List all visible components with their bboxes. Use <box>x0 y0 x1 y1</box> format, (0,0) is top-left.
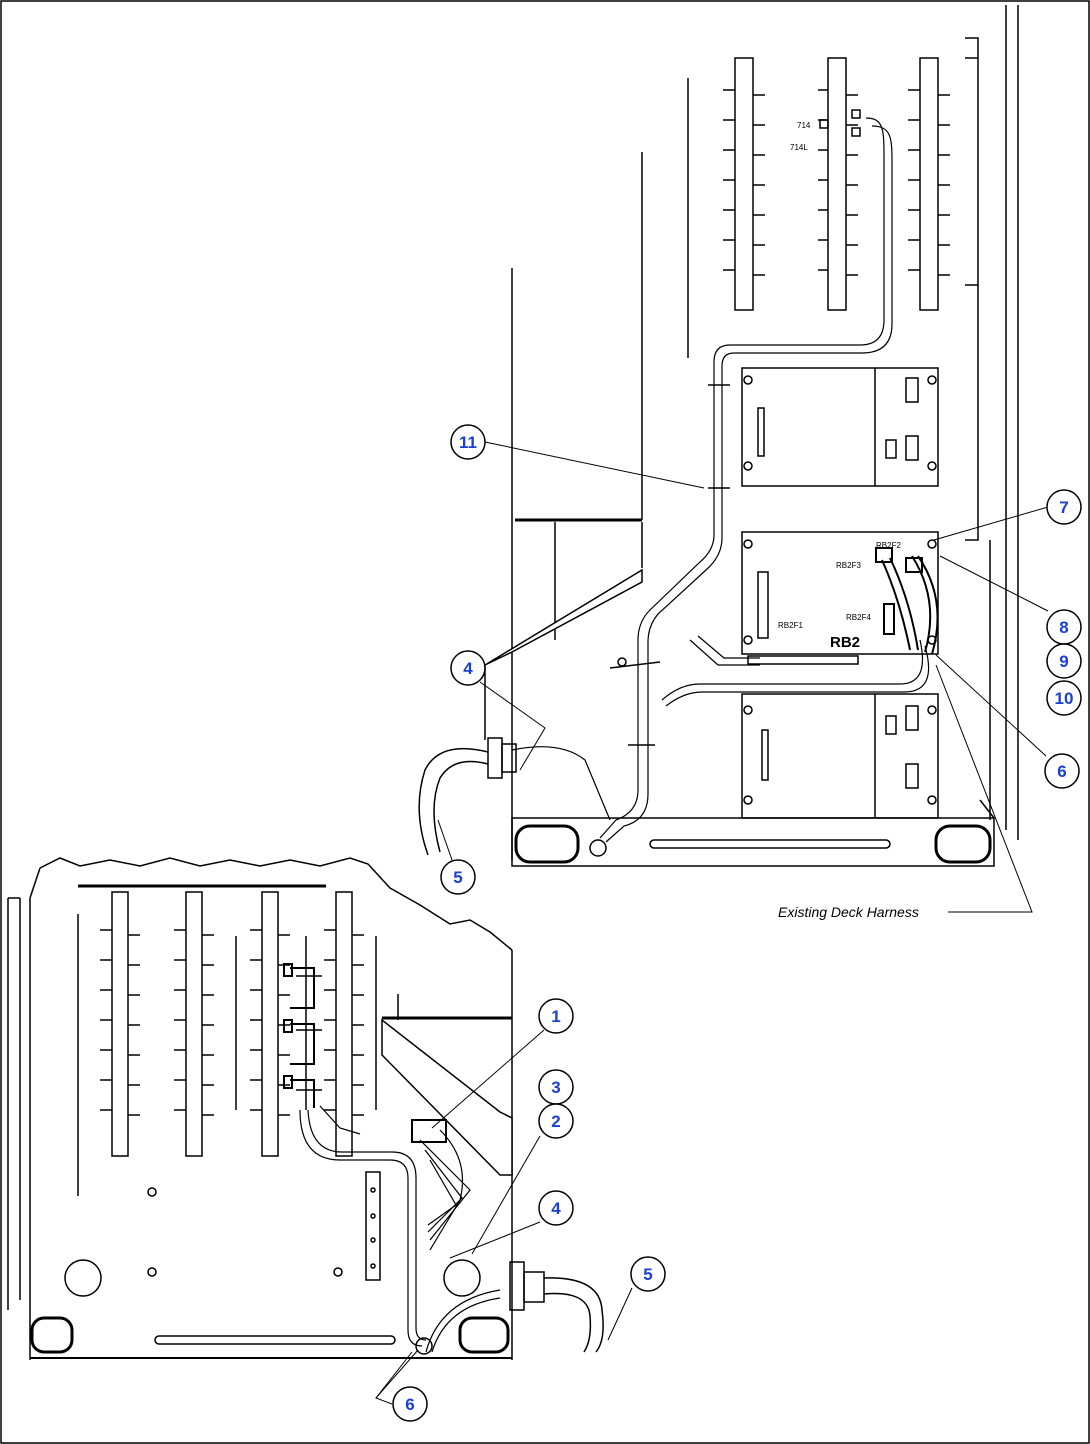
callout-6-lower: 6 <box>392 1386 428 1422</box>
callout-4-upper: 4 <box>450 650 486 686</box>
rb2f1-label: RB2F1 <box>778 621 803 630</box>
terminal-strip-upper-2 <box>818 57 858 311</box>
rb2f3-label: RB2F3 <box>836 561 861 570</box>
callout-4-lower: 4 <box>538 1190 574 1226</box>
callout-7: 7 <box>1046 489 1082 525</box>
callout-9-label: 9 <box>1059 652 1068 671</box>
callout-8: 8 <box>1046 609 1082 645</box>
relay-module-bottom <box>741 693 939 819</box>
terminal-strip-lower-2 <box>174 891 214 1157</box>
existing-deck-harness-label: Existing Deck Harness <box>778 904 919 920</box>
callout-7-label: 7 <box>1059 498 1068 517</box>
callout-6-upper-label: 6 <box>1057 762 1066 781</box>
rb2f2-label: RB2F2 <box>876 541 901 550</box>
callout-2-label: 2 <box>551 1112 560 1131</box>
leader-lines <box>375 441 1049 1405</box>
callout-9: 9 <box>1046 643 1082 679</box>
terminal-strip-upper-1 <box>723 57 765 311</box>
relay-module-top <box>741 367 939 487</box>
lower-assembly <box>7 857 604 1360</box>
callout-3: 3 <box>538 1069 574 1105</box>
relay-block-rb2 <box>741 531 939 655</box>
callout-10-label: 10 <box>1055 689 1074 708</box>
callout-11: 11 <box>450 424 486 460</box>
callout-5-lower-label: 5 <box>643 1265 652 1284</box>
callout-5-upper-label: 5 <box>453 868 462 887</box>
callouts: 11 4 5 7 8 9 10 6 <box>392 424 1082 1422</box>
callout-6-lower-label: 6 <box>405 1395 414 1414</box>
rb2-label: RB2 <box>830 634 860 651</box>
callout-2: 2 <box>538 1103 574 1139</box>
callout-5-upper: 5 <box>440 859 476 895</box>
callout-4-upper-label: 4 <box>463 659 473 678</box>
callout-3-label: 3 <box>551 1078 560 1097</box>
callout-5-lower: 5 <box>630 1256 666 1292</box>
wire-714-label: 714 <box>797 121 811 130</box>
upper-assembly <box>418 5 1019 867</box>
callout-1-label: 1 <box>551 1007 560 1026</box>
callout-1: 1 <box>538 998 574 1034</box>
callout-6-upper: 6 <box>1044 753 1080 789</box>
callout-4-lower-label: 4 <box>551 1199 561 1218</box>
terminal-strip-upper-3 <box>908 57 950 311</box>
terminal-strip-lower-4 <box>324 891 364 1157</box>
wire-714l-label: 714L <box>790 143 808 152</box>
terminal-strip-lower-1 <box>100 891 140 1157</box>
callout-11-label: 11 <box>459 433 477 452</box>
callout-8-label: 8 <box>1059 618 1068 637</box>
callout-10: 10 <box>1046 680 1082 716</box>
rb2f4-label: RB2F4 <box>846 613 871 622</box>
